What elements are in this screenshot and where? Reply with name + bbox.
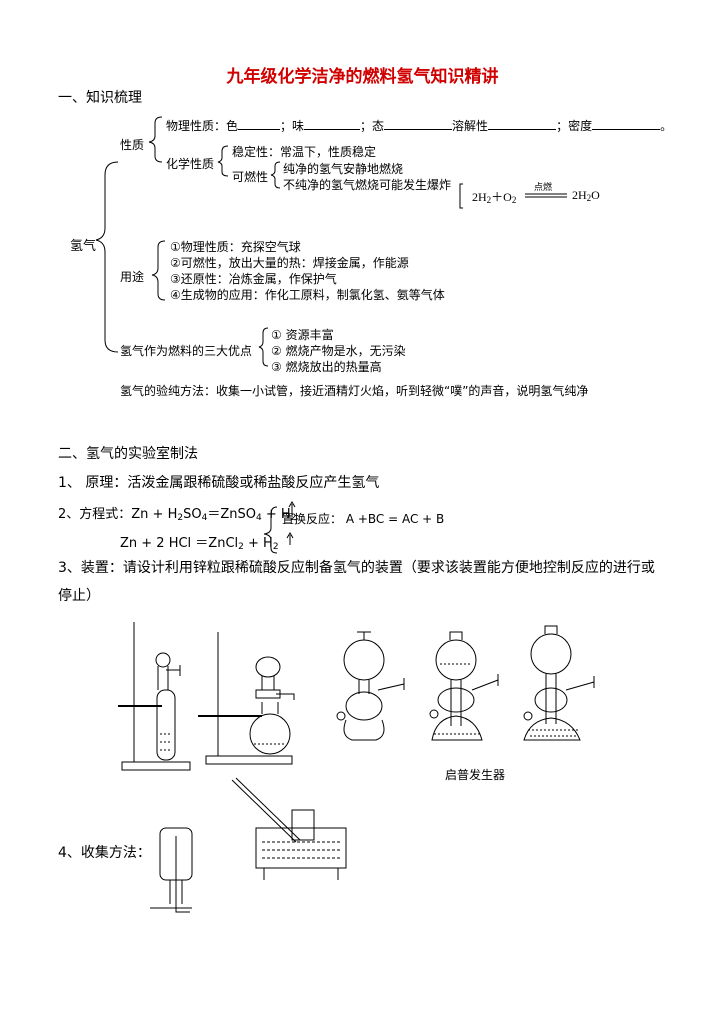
impure-combustion: 不纯净的氢气燃烧可能发生爆炸 (283, 178, 452, 192)
properties-brace (148, 116, 163, 163)
stability-text: 稳定性：常温下，性质稳定 (232, 145, 377, 159)
use-item: ④生成物的应用：作化工原料，制氯化氢、氨等气体 (170, 288, 445, 302)
equation-product: 2H2O (572, 188, 600, 203)
advantages-brace (258, 327, 269, 367)
kipp-generator-1 (336, 631, 405, 741)
flammable-brace (270, 161, 281, 189)
root-hydrogen: 氢气 (70, 239, 97, 254)
advantages-label: 氢气作为燃料的三大优点 (120, 344, 253, 358)
advantage-item: ③ 燃烧放出的热量高 (271, 360, 382, 374)
purity-test: 氢气的验纯方法：收集一小试管，接近酒精灯火焰，听到轻微“噗”的声音，说明氢气纯净 (120, 384, 589, 398)
gas-arrow (286, 532, 294, 545)
equation-condition: 点燃 (534, 183, 553, 193)
collection-method: 4、收集方法： (58, 845, 151, 861)
use-item: ①物理性质：充探空气球 (170, 240, 301, 254)
principle-text: 1、 原理：活泼金属跟稀硫酸或稀盐酸反应产生氢气 (58, 475, 380, 491)
physical-properties-line: 物理性质：色；味；态溶解性；密度。 (166, 119, 673, 133)
chemical-brace (217, 145, 229, 177)
gas-arrow (288, 501, 296, 514)
uses-brace (151, 240, 166, 301)
reaction-brace (263, 506, 278, 554)
properties-label: 性质 (120, 138, 145, 152)
apparatus-test-tube (118, 622, 191, 771)
use-item: ③还原性：冶炼金属，作保护气 (170, 272, 337, 286)
advantage-item: ② 燃烧产物是水，无污染 (271, 344, 406, 358)
kipp-generator-3 (523, 625, 595, 741)
advantage-item: ① 资源丰富 (271, 328, 334, 342)
section1-heading: 一、知识梳理 (58, 90, 142, 106)
apparatus-question-line2: 停止） (58, 588, 100, 604)
apparatus-question-line1: 3、装置：请设计利用锌粒跟稀硫酸反应制备氢气的装置（要求该装置能方便地控制反应的… (58, 560, 655, 576)
chemical-properties-label: 化学性质 (166, 157, 215, 171)
flammability-label: 可燃性 (232, 170, 269, 184)
collection-inverted-bottle (150, 827, 193, 913)
equation-bracket (459, 183, 463, 209)
root-brace (95, 161, 119, 353)
use-item: ②可燃性，放出大量的热：焊接金属，作能源 (170, 256, 409, 270)
apparatus-flask (198, 632, 295, 765)
reaction-type: 置换反应： A +BC = AC + B (282, 512, 445, 526)
equation-1: 2、方程式：Zn + H2SO4＝ZnSO4 + H2 (58, 507, 297, 523)
page-title: 九年级化学洁净的燃料氢气知识精讲 (226, 67, 499, 87)
kipp-generator-2 (429, 631, 499, 741)
uses-label: 用途 (120, 270, 145, 284)
equation-2: Zn + 2 HCl ＝ZnCl2 + H2 (120, 536, 279, 552)
kipp-generator-label: 启普发生器 (445, 768, 506, 782)
section2-heading: 二、氢气的实验室制法 (58, 446, 198, 462)
pure-combustion: 纯净的氢气安静地燃烧 (283, 162, 404, 176)
collection-water-trough (231, 777, 347, 880)
combustion-equation: 2H2＋O2 (472, 190, 517, 205)
